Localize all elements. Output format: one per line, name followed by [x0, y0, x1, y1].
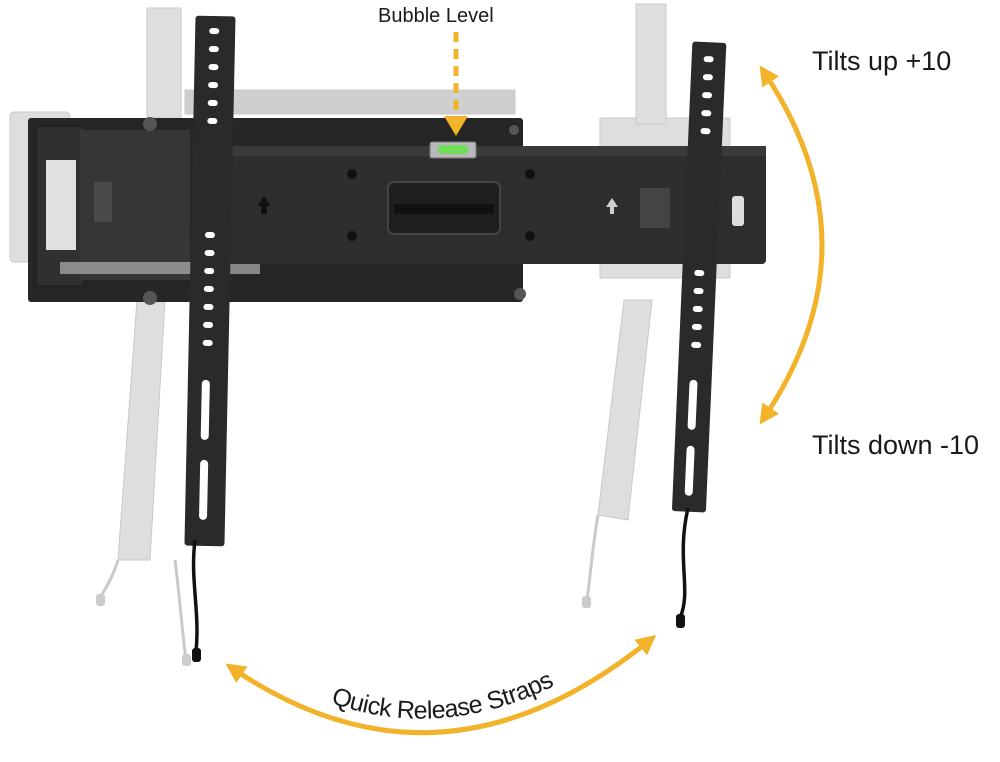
left-tv-rail	[184, 15, 236, 547]
right-tv-rail	[672, 41, 727, 513]
strap-arrow	[225, 634, 657, 735]
bubble-level-pointer	[444, 32, 468, 136]
bubble-level-label: Bubble Level	[378, 5, 494, 27]
release-straps	[191, 507, 690, 653]
bubble-level	[429, 141, 477, 159]
tilt-down-label: Tilts down -10	[812, 430, 980, 460]
tilt-arrow	[759, 65, 825, 425]
strap-tips	[192, 614, 685, 662]
tv-plate	[200, 146, 766, 264]
ghost-strap-tips	[96, 594, 591, 666]
tilt-up-label: Tilts up +10	[812, 46, 952, 76]
ghost-straps	[98, 514, 600, 661]
